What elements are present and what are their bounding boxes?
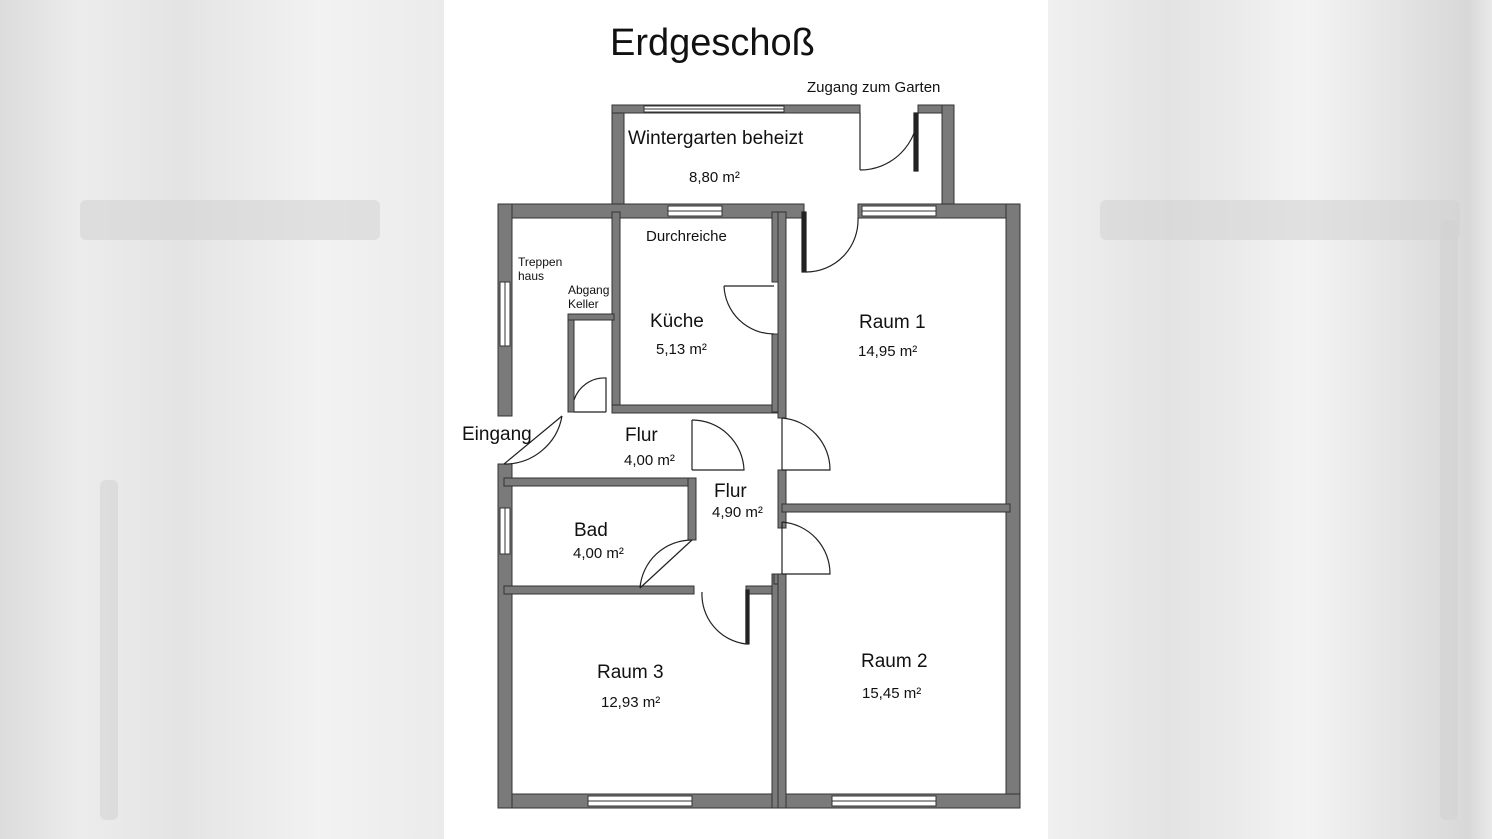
wall — [777, 469, 787, 529]
wall — [687, 477, 697, 541]
label-raum1: Raum 1 — [859, 312, 926, 333]
blurred-shape — [1440, 220, 1458, 820]
door-leaf — [745, 589, 750, 645]
door-swing — [701, 591, 747, 645]
wall — [781, 503, 1011, 513]
label-wintergarten: Wintergarten beheizt — [628, 128, 804, 149]
blurred-background-left — [0, 0, 444, 839]
label-raum3: Raum 3 — [597, 662, 664, 683]
area-raum2: 15,45 m² — [862, 685, 922, 702]
wall — [777, 573, 787, 809]
label-flur1: Flur — [625, 425, 658, 446]
area-wintergarten: 8,80 m² — [689, 169, 740, 186]
area-flur1: 4,00 m² — [624, 452, 675, 469]
wall — [567, 313, 615, 321]
door-swing — [859, 112, 919, 171]
label-raum2: Raum 2 — [861, 651, 928, 672]
floor-plan: Erdgeschoß Zugang zum Garten Wintergarte… — [444, 0, 1048, 839]
wall — [497, 203, 805, 219]
area-bad: 4,00 m² — [573, 545, 624, 562]
label-durchreiche: Durchreiche — [646, 228, 727, 245]
wall — [611, 404, 783, 414]
area-raum3: 12,93 m² — [601, 694, 661, 711]
plan-title: Erdgeschoß — [610, 22, 815, 64]
label-bad: Bad — [574, 520, 608, 541]
wall — [611, 104, 625, 210]
door-swing — [639, 539, 693, 589]
label-treppenhaus-line1: Treppen — [518, 255, 563, 269]
wall — [503, 477, 693, 487]
door-swing — [503, 415, 563, 465]
label-abgang-line1: Abgang — [568, 283, 610, 297]
area-raum1: 14,95 m² — [858, 343, 918, 360]
door-leaf — [503, 415, 563, 465]
door-leaf — [913, 112, 919, 172]
blurred-shape — [100, 480, 118, 820]
doors — [503, 112, 919, 645]
label-abgang-line2: Keller — [568, 297, 599, 311]
area-flur2: 4,90 m² — [712, 504, 763, 521]
label-treppenhaus-line2: haus — [518, 269, 545, 283]
label-garden-access: Zugang zum Garten — [807, 79, 941, 96]
wall — [777, 211, 787, 419]
wall — [611, 211, 621, 413]
door-swing — [805, 217, 859, 273]
door-leaf — [801, 211, 807, 273]
walls — [497, 104, 1021, 809]
windows — [499, 105, 937, 807]
wall — [503, 585, 695, 595]
door-leaf — [639, 539, 693, 589]
door-swing — [723, 285, 775, 335]
door-swing — [781, 521, 831, 575]
area-kueche: 5,13 m² — [656, 341, 707, 358]
label-kueche: Küche — [650, 311, 704, 332]
label-eingang: Eingang — [462, 424, 532, 445]
door-swing — [781, 417, 831, 471]
label-flur2: Flur — [714, 481, 747, 502]
wall — [497, 793, 1021, 809]
floor-plan-drawing — [497, 104, 1021, 809]
wall — [941, 104, 955, 206]
wall — [567, 313, 575, 413]
blurred-shape — [80, 200, 380, 240]
door-swing — [691, 419, 745, 471]
door-swing — [573, 377, 607, 412]
blurred-background-right — [1048, 0, 1492, 839]
blurred-shape — [1100, 200, 1460, 240]
